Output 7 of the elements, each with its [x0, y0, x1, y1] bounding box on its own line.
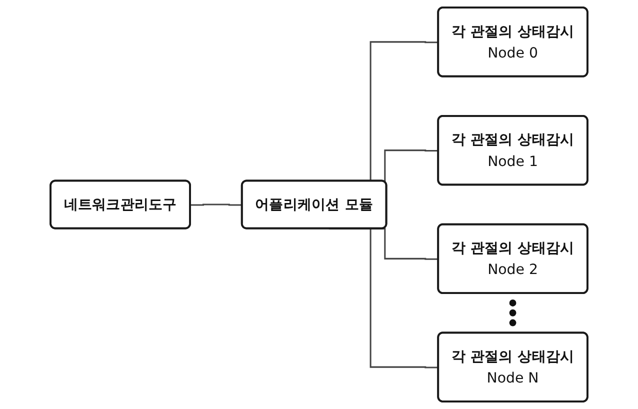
rounded-box: 각 관절의 상태감시 Node N	[437, 332, 588, 402]
rounded-box: 네트워크관리도구	[50, 180, 191, 230]
rounded-box: 각 관절의 상태감시 Node 1	[437, 114, 588, 186]
rounded-box: 각 관절의 상태감시 Node 0	[437, 6, 588, 78]
connector	[190, 204, 242, 206]
rounded-box: 어플리케이션 모듈	[240, 180, 388, 230]
rounded-box: 각 관절의 상태감시 Node 2	[437, 223, 588, 294]
